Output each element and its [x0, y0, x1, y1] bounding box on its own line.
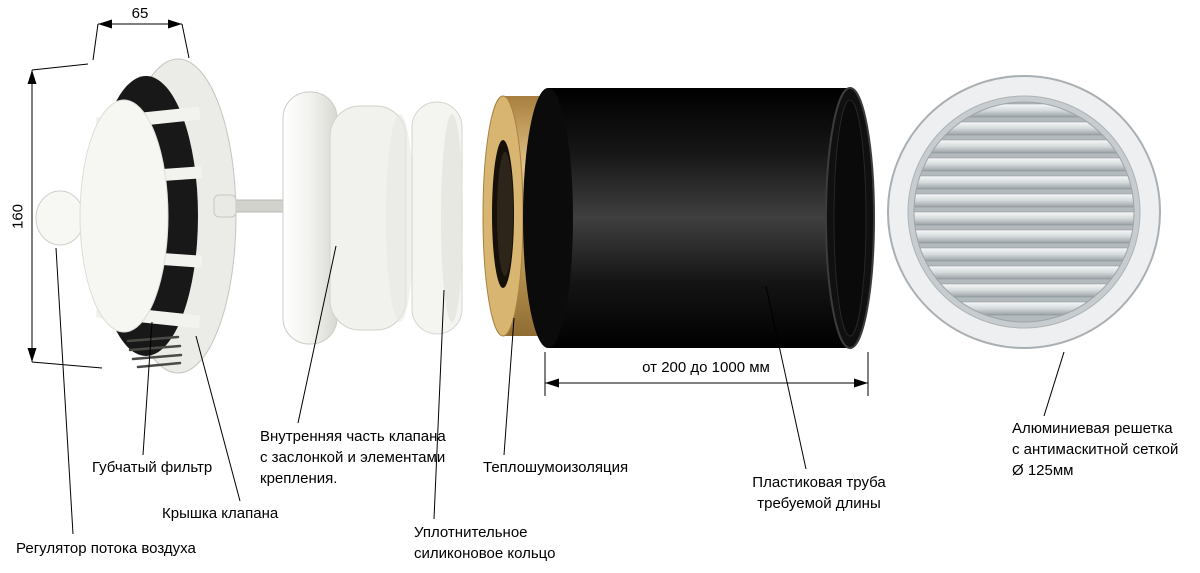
dimension-pipe-length-label: от 200 до 1000 мм: [642, 359, 770, 376]
aluminum-grille-graphic: [887, 75, 1161, 349]
sealing-ring-graphic: [411, 101, 463, 335]
air-flow-regulator-knob: [35, 190, 85, 246]
label-valve-inner-part-line3: крепления.: [260, 470, 338, 487]
dimension-65-label: 65: [131, 5, 149, 22]
label-sealing-ring-line1: Уплотнительное: [414, 524, 528, 541]
label-aluminum-grille-line1: Алюминиевая решетка: [1012, 420, 1173, 437]
dimension-65-graphic: [92, 19, 190, 61]
grille-louvers: [914, 102, 1134, 322]
label-valve-inner-part-line2: с заслонкой и элементами: [260, 449, 446, 466]
label-valve-cover: Крышка клапана: [162, 505, 279, 522]
label-aluminum-grille-line3: Ø 125мм: [1012, 462, 1074, 479]
leader-lines: [55, 245, 1065, 535]
label-aluminum-grille-line2: с антимаскитной сеткой: [1012, 441, 1179, 458]
label-valve-inner-part-line1: Внутренняя часть клапана: [260, 428, 446, 445]
valve-cover-front-face: [79, 99, 169, 333]
label-plastic-pipe: Пластиковая труба требуемой длины: [738, 472, 900, 514]
dimension-160-graphic: [27, 63, 103, 369]
label-insulation: Теплошумоизоляция: [483, 459, 629, 476]
cover-vent-slits: [126, 335, 183, 369]
label-sponge-filter: Губчатый фильтр: [92, 459, 213, 476]
dimension-160-label: 160: [9, 203, 27, 230]
label-sealing-ring-line2: силиконовое кольцо: [414, 545, 556, 562]
dimension-pipe-length-graphic: [544, 352, 869, 396]
label-air-flow-regulator: Регулятор потока воздуха: [16, 540, 196, 557]
label-aluminum-grille: Алюминиевая решетка с антимаскитной сетк…: [1012, 418, 1178, 481]
label-sealing-ring: Уплотнительное силиконовое кольцо: [414, 522, 555, 564]
label-plastic-pipe-line1: Пластиковая труба: [752, 474, 886, 491]
label-plastic-pipe-line2: требуемой длины: [757, 495, 881, 512]
valve-stem: [213, 194, 289, 218]
valve-cover-assembly: [35, 58, 237, 374]
plastic-pipe-graphic: [523, 87, 875, 349]
valve-inner-part-graphic: [282, 91, 414, 345]
label-valve-inner-part: Внутренняя часть клапана с заслонкой и э…: [260, 426, 446, 489]
